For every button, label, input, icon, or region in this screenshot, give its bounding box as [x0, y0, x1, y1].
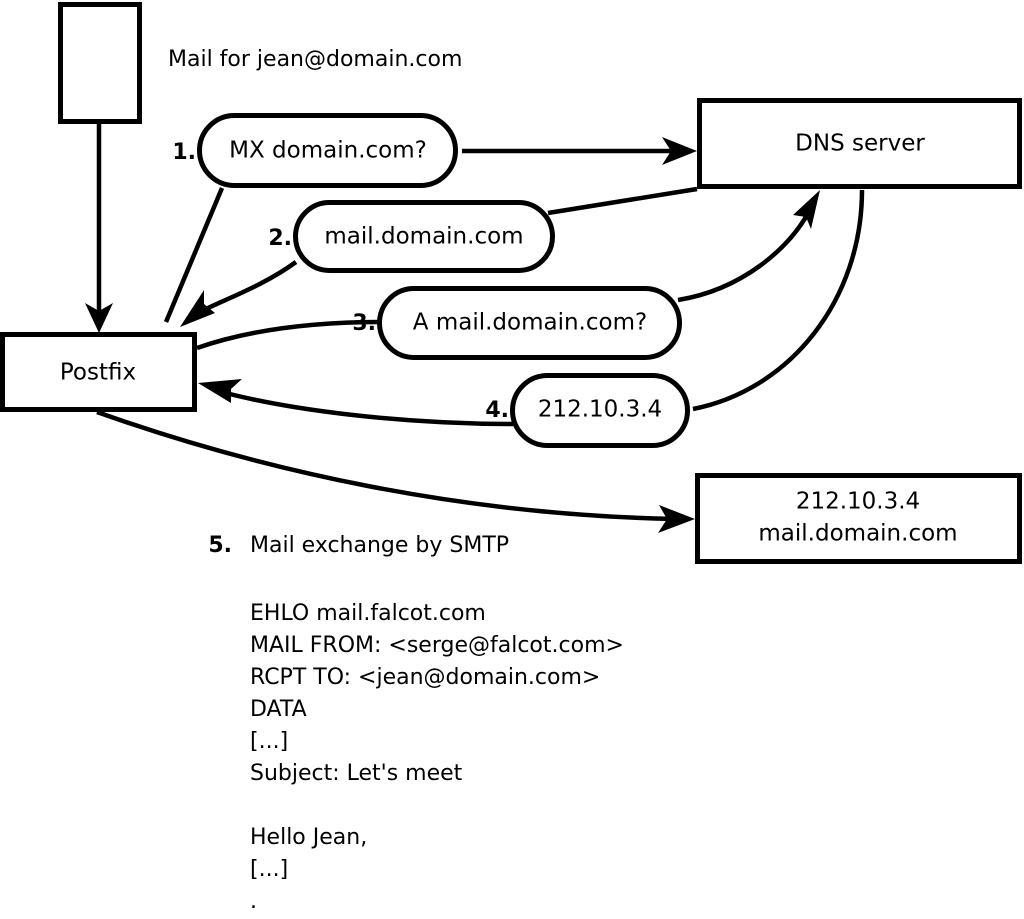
node-mailserver-ip: 212.10.3.4 — [796, 489, 920, 515]
step-number-3: 3. — [352, 311, 376, 336]
edge-step3-to-dns — [677, 190, 820, 303]
step-number-2: 2. — [268, 226, 292, 251]
node-postfix-label: Postfix — [60, 360, 136, 386]
step-number-1: 1. — [172, 140, 196, 165]
smtp-transcript-line: DATA — [250, 697, 307, 722]
bubble-step-2-label: mail.domain.com — [324, 224, 523, 250]
smtp-transcript-line: RCPT TO: <jean@domain.com> — [250, 665, 600, 690]
bubble-step-3-label: A mail.domain.com? — [413, 310, 647, 336]
bubble-step-1: MX domain.com? 1. — [172, 113, 458, 188]
node-postfix-box: Postfix — [0, 332, 197, 412]
edge-sender-to-postfix — [85, 122, 113, 333]
edge-step2-to-postfix — [180, 260, 298, 327]
smtp-transcript-line: [...] — [250, 857, 288, 882]
smtp-transcript-line: MAIL FROM: <serge@falcot.com> — [250, 633, 624, 658]
node-dns-server-label: DNS server — [795, 131, 925, 157]
edge-step1-to-dns — [462, 137, 697, 165]
node-dns-server-box: DNS server — [697, 98, 1022, 189]
bubble-step-4-label: 212.10.3.4 — [538, 397, 662, 423]
step-number-5: 5. — [208, 533, 232, 558]
node-mailserver-hostname: mail.domain.com — [758, 521, 957, 547]
edge-postfix-to-step1 — [163, 187, 225, 323]
smtp-transcript-line: Hello Jean, — [250, 825, 367, 850]
edge-dns-to-step2 — [547, 186, 698, 216]
step-5-label: Mail exchange by SMTP — [250, 533, 509, 558]
step-number-4: 4. — [485, 398, 509, 423]
smtp-transcript-line: Subject: Let's meet — [250, 761, 463, 786]
edge-dns-to-step4 — [692, 189, 865, 412]
node-mailserver-box: 212.10.3.4 mail.domain.com — [695, 473, 1022, 564]
bubble-step-4: 212.10.3.4 4. — [485, 373, 690, 448]
bubble-step-3: A mail.domain.com? 3. — [352, 286, 682, 360]
edge-postfix-to-mailserver — [96, 409, 695, 533]
bubble-step-2: mail.domain.com 2. — [268, 200, 555, 273]
title-label: Mail for jean@domain.com — [168, 47, 462, 72]
bubble-step-1-label: MX domain.com? — [229, 138, 427, 164]
edge-postfix-to-step3 — [196, 319, 383, 351]
node-sender-box — [58, 2, 142, 124]
edge-step4-to-postfix — [198, 379, 514, 427]
smtp-transcript-line: . — [250, 889, 257, 914]
smtp-transcript-line: [...] — [250, 729, 288, 754]
smtp-transcript-line: EHLO mail.falcot.com — [250, 601, 486, 626]
